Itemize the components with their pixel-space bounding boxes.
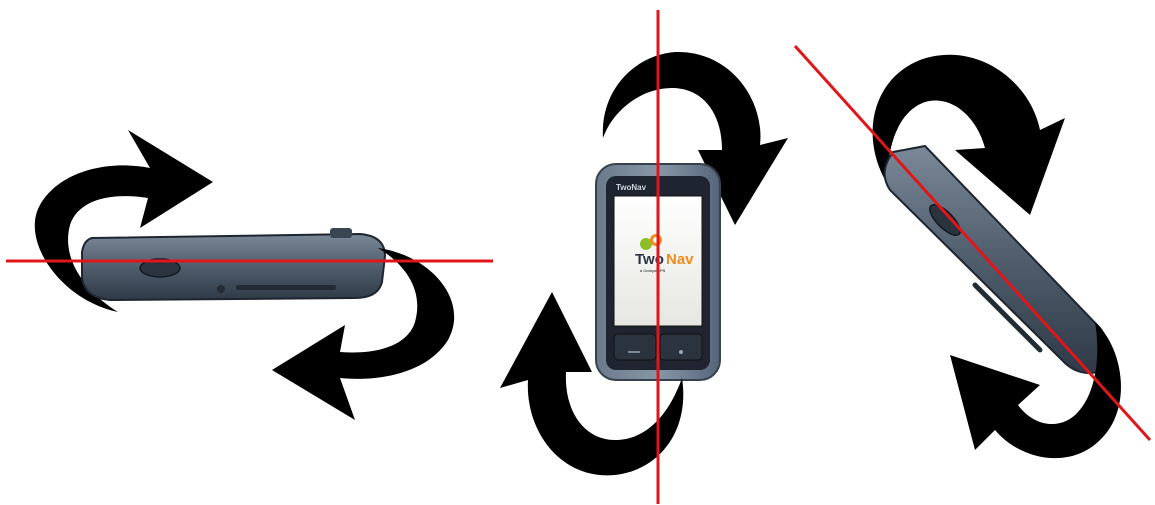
pitch-view xyxy=(795,46,1150,458)
device-side-horizontal xyxy=(82,228,385,300)
device-brand-label: TwoNav xyxy=(616,183,647,192)
svg-text:Two: Two xyxy=(635,251,664,268)
svg-text:Nav: Nav xyxy=(666,251,694,268)
device-right-button xyxy=(660,334,702,360)
device-left-button xyxy=(614,334,656,360)
svg-text:a CompeGPS: a CompeGPS xyxy=(640,268,666,273)
roll-view xyxy=(6,130,493,420)
yaw-view: TwoNav Two Nav a CompeGPS xyxy=(500,10,788,504)
